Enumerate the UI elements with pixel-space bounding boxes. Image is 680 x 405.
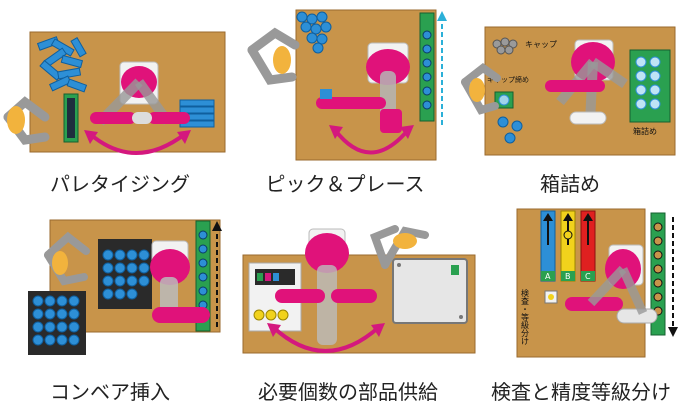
conveyor-insert-diagram bbox=[28, 219, 222, 355]
boxing-tag-label: 箱詰め bbox=[633, 126, 657, 136]
lane-c-label: C bbox=[585, 272, 591, 281]
pick-place-diagram bbox=[247, 9, 447, 161]
cap-fasten-label: キャップ締め bbox=[487, 75, 529, 84]
inspect-grade-label: 検査・等級分け bbox=[521, 288, 530, 345]
caption-boxing: 箱詰め bbox=[540, 172, 600, 196]
caption-parts-supply: 必要個数の部品供給 bbox=[258, 380, 438, 404]
cap-label: キャップ bbox=[525, 40, 557, 49]
parts-supply-diagram bbox=[242, 225, 476, 354]
caption-inspection: 検査と精度等級分け bbox=[491, 380, 671, 404]
inspection-diagram: A B C 検査・等級分け bbox=[516, 208, 678, 358]
caption-pick-place: ピック＆プレース bbox=[265, 172, 425, 196]
lane-a-label: A bbox=[545, 272, 551, 281]
palletizing-diagram bbox=[3, 31, 226, 155]
lane-b-label: B bbox=[565, 272, 571, 281]
caption-palletizing: パレタイジング bbox=[50, 172, 190, 196]
caption-conveyor-insert: コンベア挿入 bbox=[50, 380, 170, 404]
boxing-diagram: キャップ 箱詰め キャップ締め bbox=[461, 26, 676, 156]
